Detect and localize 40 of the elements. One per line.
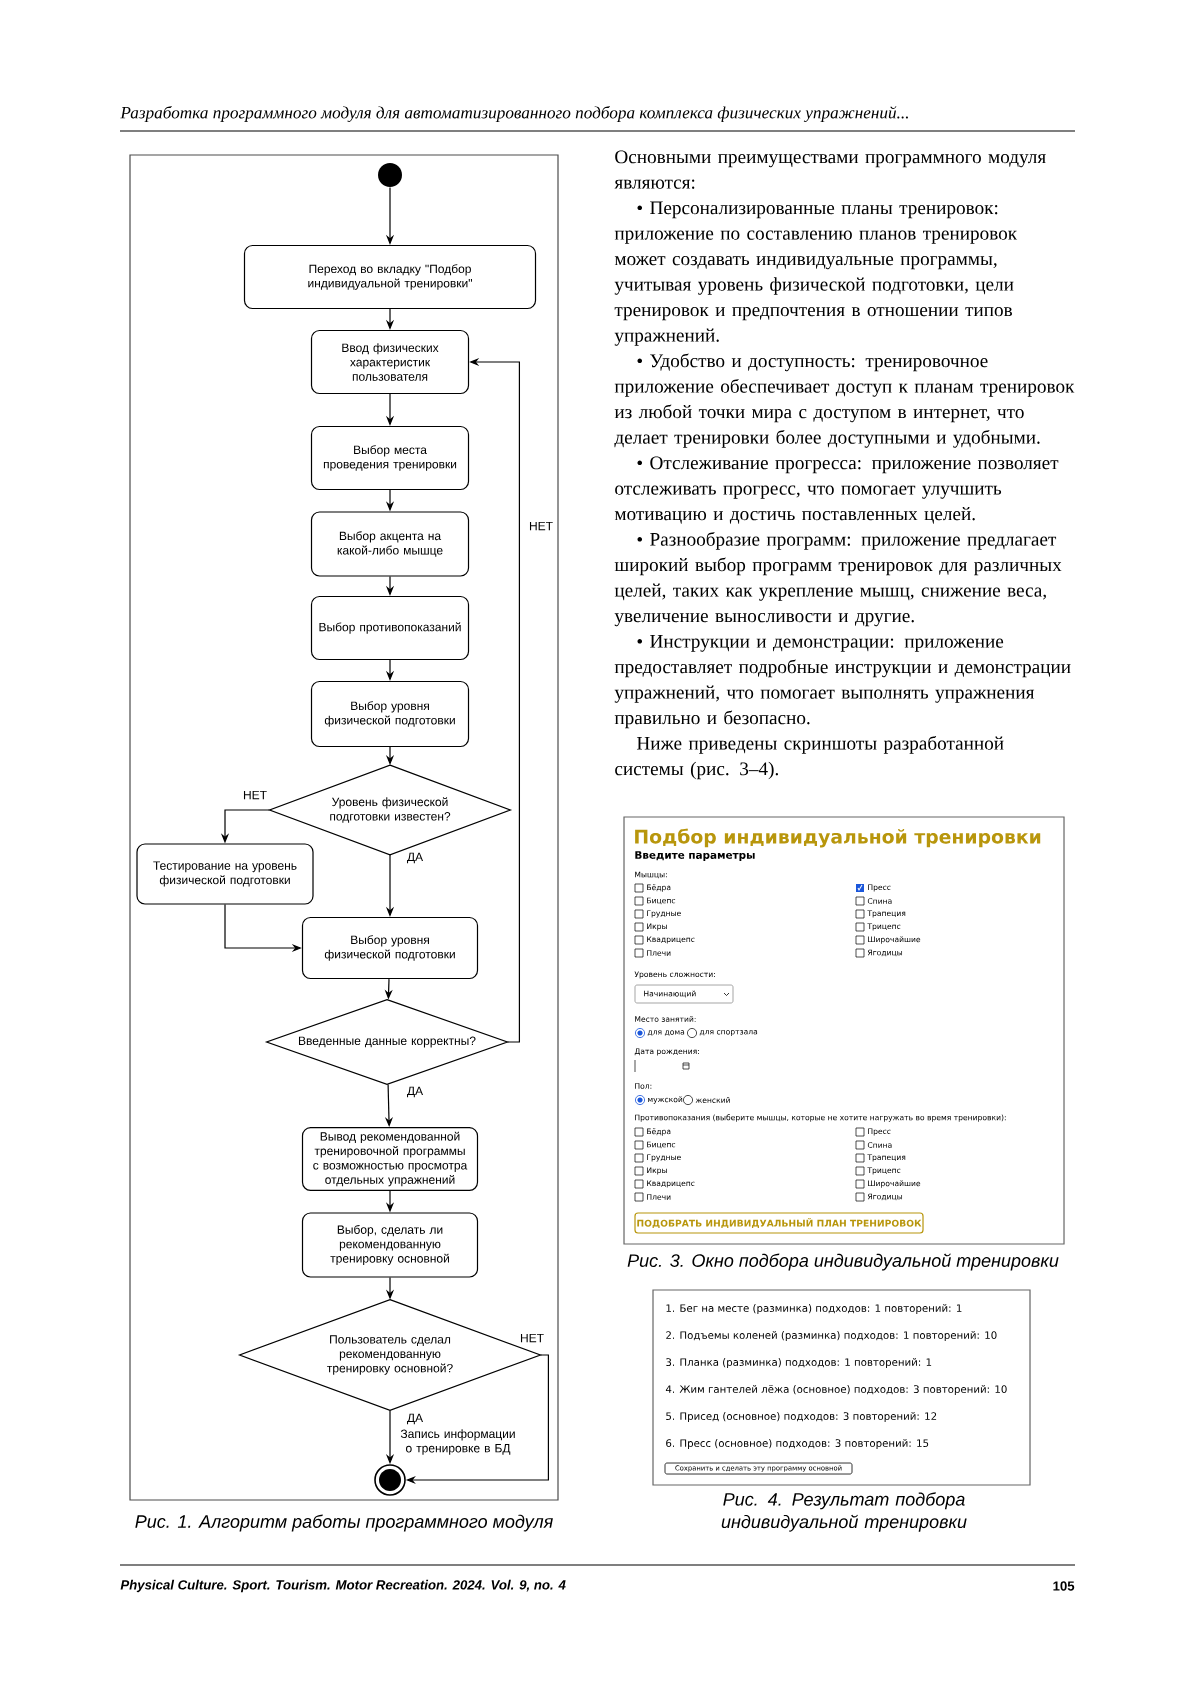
paragraph: • Отслеживание прогресса: приложение позволяет отслеживать прогресс, что помогает улучшить мотивацию и достичь поставленных целей. <box>614 456 1059 524</box>
process-box: Выбор акцента на какой-либо мышце <box>310 511 470 577</box>
annotation: Запись информации о тренировке в БД <box>398 1427 518 1457</box>
figure-caption: Рис. 4. Результат подбора индивидуальной тренировки <box>721 1492 967 1532</box>
process-box: Вывод рекомендованной тренировочной программы с возможностью просмотра отдельных упражнений <box>301 1127 479 1191</box>
submit-button: ПОДОБРАТЬ ИНДИВИДУАЛЬНЫЙ ПЛАН ТРЕНИРОВОК <box>634 1212 924 1234</box>
exercise-line: 4. Жим гантелей лёжа (основное) подходов: 3 повторений: 10 <box>665 1385 1007 1395</box>
paragraph: • Инструкции и демонстрации: приложение предоставляет подробные инструкции и демонстрации упражнений, что помогает выполнять упражнения правильно и безопасно. <box>614 635 1071 729</box>
figure-caption: Рис. 1. Алгоритм работы программного модуля <box>135 1514 553 1532</box>
end-circle <box>374 1464 406 1496</box>
start-circle <box>378 163 402 187</box>
exercise-line: 5. Присед (основное) подходов: 3 повторений: 12 <box>666 1412 937 1422</box>
exercise-line: 3. Планка (разминка) подходов: 1 повторений: 1 <box>666 1358 932 1368</box>
process-box: Выбор противопоказаний <box>310 595 470 661</box>
paragraph: Ниже приведены скриншоты разработанной системы (рис. 3–4). <box>615 735 1004 780</box>
running-footer: Physical Culture. Sport. Tourism. Motor Recreation. 2024. Vol. 9, no. 4 <box>120 1579 566 1593</box>
running-header: Разработка программного модуля для автоматизированного подбора комплекса физических упражнений... <box>120 106 908 122</box>
paragraph: Основными преимуществами программного модуля являются: <box>614 150 1046 189</box>
edge-label: НЕТ <box>518 1331 546 1345</box>
process-box: Выбор, сделать ли рекомендованную тренировку основной <box>301 1212 479 1278</box>
exercise-line: 6. Пресс (основное) подходов: 3 повторений: 15 <box>666 1439 929 1449</box>
process-box: Выбор уровня физической подготовки <box>301 916 479 980</box>
process-box: Выбор уровня физической подготовки <box>310 680 470 748</box>
process-box: Переход во вкладку "Подбор индивидуальной тренировки" <box>243 244 537 310</box>
paragraph: • Разнообразие программ: приложение предлагает широкий выбор программ тренировок для различных целей, таких как укрепление мышц, снижение веса, увеличение выносливости и другие. <box>614 531 1062 627</box>
edge-label: ДА <box>404 1411 426 1427</box>
page-number: 105 <box>1053 1581 1075 1591</box>
exercise-line: 1. Бег на месте (разминка) подходов: 1 повторений: 1 <box>666 1304 962 1314</box>
form-heading: Введите параметры <box>635 851 755 861</box>
edge-label: НЕТ <box>241 788 269 802</box>
process-box: Тестирование на уровень физической подготовки <box>136 843 314 905</box>
exercise-line: 2. Подъемы коленей (разминка) подходов: 1 повторений: 10 <box>666 1331 997 1341</box>
paragraph: • Удобство и доступность: тренировочное приложение обеспечивает доступ к планам тренировок из любой точки мира с доступом в интернет, что делает тренировки более доступными и удобными. <box>614 353 1075 448</box>
process-box: Ввод физических характеристик пользователя <box>310 329 470 395</box>
process-box: Выбор места проведения тренировки <box>310 425 470 491</box>
edge-label: НЕТ <box>527 519 555 533</box>
window-title: Подбор индивидуальной тренировки <box>635 828 1041 848</box>
figure-caption: Рис. 3. Окно подбора индивидуальной тренировки <box>627 1253 1059 1271</box>
edge-label: ДА <box>404 1084 426 1100</box>
paragraph: • Персонализированные планы тренировок: приложение по составлению планов тренировок может создавать индивидуальные программы, учитывая уровень физической подготовки, цели тренировок и предпочтения в отношении типов упражнений. <box>614 201 1018 346</box>
